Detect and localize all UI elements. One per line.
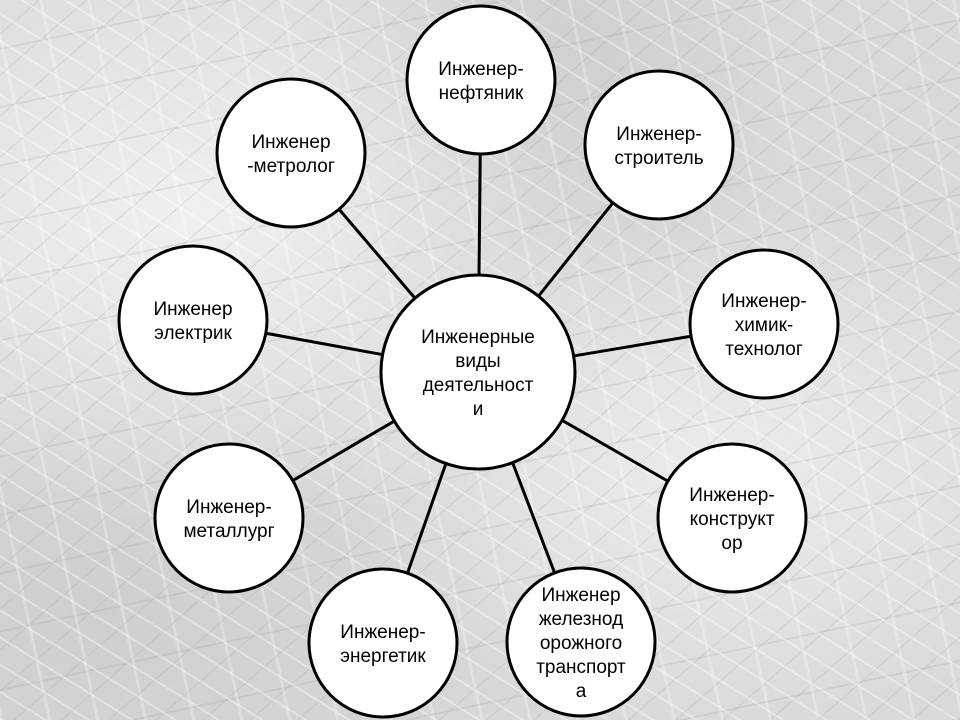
connector-metrolog xyxy=(337,208,417,300)
node-elektrik-label-line: электрик xyxy=(154,323,232,344)
node-zheleznodorozhnogo-transporta-label-line: транспорт xyxy=(536,657,626,678)
node-stroitel-circle xyxy=(583,69,735,221)
node-khimik-tekhnolog-circle xyxy=(688,248,840,400)
connector-konstruktor xyxy=(561,419,669,483)
center-node-center-circle xyxy=(379,273,577,471)
node-elektrik-circle xyxy=(117,244,269,396)
node-khimik-tekhnolog-label-line: Инженер- xyxy=(721,291,806,312)
node-metrolog-circle xyxy=(215,77,367,229)
node-neftyanik-circle xyxy=(405,4,557,156)
node-khimik-tekhnolog-label-line: химик- xyxy=(735,315,793,336)
node-elektrik-label-line: Инженер xyxy=(153,299,232,320)
node-energetik: Инженер-энергетик xyxy=(307,567,459,719)
node-zheleznodorozhnogo-transporta: Инженер железнод орожного транспорт а xyxy=(505,566,657,718)
center-node-center-label-line: Инженерные xyxy=(421,327,535,348)
node-khimik-tekhnolog-label-line: технолог xyxy=(725,339,803,360)
node-zheleznodorozhnogo-transporta-label-line: а xyxy=(576,681,587,702)
connector-zheleznodorozhnogo-transporta xyxy=(511,462,557,574)
node-zheleznodorozhnogo-transporta-label-line: Инженер xyxy=(541,585,620,606)
center-node-center-label-line: и xyxy=(473,399,484,420)
connector-neftyanik xyxy=(477,153,482,276)
node-metrolog: Инженер -метролог xyxy=(215,77,367,229)
node-energetik-label-line: энергетик xyxy=(340,646,426,667)
node-stroitel-label-line: Инженер- xyxy=(616,124,701,145)
connector-metallurg xyxy=(292,419,396,482)
node-elektrik: Инженер электрик xyxy=(117,244,269,396)
node-khimik-tekhnolog: Инженер-химик-технолог xyxy=(688,248,840,400)
node-neftyanik-label-line: Инженер- xyxy=(438,59,523,80)
node-metallurg-label-line: Инженер- xyxy=(186,497,271,518)
nodes: ИнженерныевидыдеятельностиИнженер-нефтян… xyxy=(117,4,840,719)
node-konstruktor-circle xyxy=(656,442,808,594)
node-stroitel: Инженер-строитель xyxy=(583,69,735,221)
node-metrolog-label-line: -метролог xyxy=(247,156,335,177)
node-neftyanik-label-line: нефтяник xyxy=(439,83,524,104)
center-node-center-label-line: виды xyxy=(455,351,500,372)
node-energetik-label-line: Инженер- xyxy=(340,622,425,643)
node-konstruktor-label-line: конструкт xyxy=(690,509,775,530)
connector-elektrik xyxy=(265,331,383,357)
node-metallurg-label-line: металлург xyxy=(183,521,274,542)
node-neftyanik: Инженер-нефтяник xyxy=(405,4,557,156)
node-metallurg-circle xyxy=(153,442,305,594)
connector-khimik-tekhnolog xyxy=(573,334,692,358)
center-node-center: Инженерные виды деятельност и xyxy=(379,273,577,471)
node-konstruktor-label-line: Инженер- xyxy=(689,485,774,506)
node-zheleznodorozhnogo-transporta-circle xyxy=(505,566,657,718)
node-stroitel-label-line: строитель xyxy=(614,148,703,169)
connectors xyxy=(265,153,692,574)
node-zheleznodorozhnogo-transporta-label-line: железнод xyxy=(539,609,623,630)
node-konstruktor-label-line: ор xyxy=(721,533,742,554)
connector-energetik xyxy=(406,463,448,574)
node-energetik-circle xyxy=(307,567,459,719)
center-node-center-label-line: деятельност xyxy=(423,375,534,396)
node-metallurg: Инженер-металлург xyxy=(153,442,305,594)
node-konstruktor: Инженер-конструкт ор xyxy=(656,442,808,594)
node-metrolog-label-line: Инженер xyxy=(251,132,330,153)
connector-stroitel xyxy=(537,201,615,298)
node-zheleznodorozhnogo-transporta-label-line: орожного xyxy=(540,633,622,654)
